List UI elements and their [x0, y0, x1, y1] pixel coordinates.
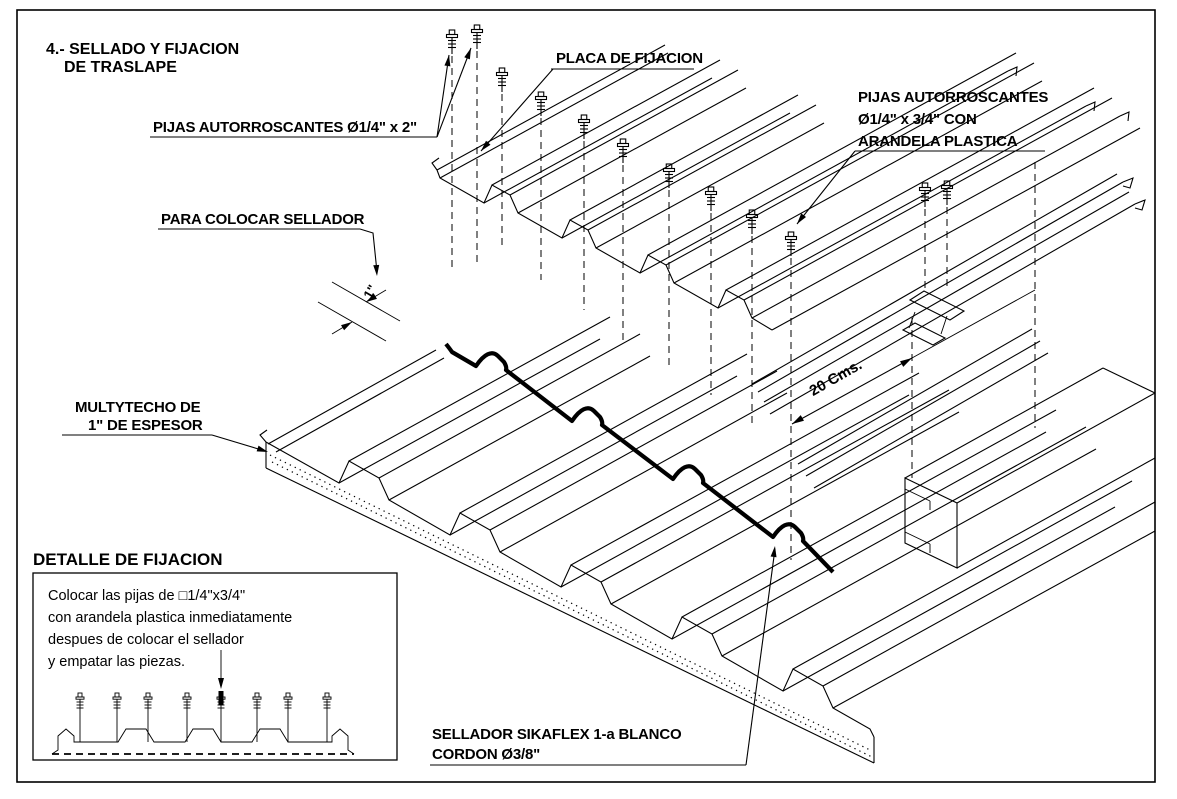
foam-stipple — [269, 454, 871, 751]
detail-note-line2: con arandela plastica inmediatamente — [48, 610, 292, 626]
dim-20cms-text: 20 Cms. — [807, 356, 865, 399]
screw-icon — [577, 114, 591, 140]
dimension-line — [791, 357, 913, 425]
arrowhead-icon — [770, 546, 777, 558]
screw-icon — [495, 67, 509, 93]
arrowhead-icon — [464, 48, 471, 60]
label-sikaflex-line1: SELLADOR SIKAFLEX 1-a BLANCO — [432, 726, 682, 743]
panel-rib-lines — [338, 316, 1156, 709]
arrowhead-icon — [366, 293, 377, 302]
label-para-colocar-text: PARA COLOCAR SELLADOR — [161, 211, 365, 228]
screw-icon — [616, 138, 630, 164]
detail-heading: DETALLE DE FIJACION — [33, 550, 223, 569]
title-block: 4.- SELLADO Y FIJACION DE TRASLAPE — [46, 41, 239, 76]
label-pijas-right: PIJAS AUTORROSCANTES Ø1/4" x 3/4" CON AR… — [796, 89, 1049, 225]
upper-sheet-rib-lines — [436, 44, 1141, 331]
label-pijas-right-line2: Ø1/4" x 3/4" CON — [858, 111, 977, 128]
arrowhead-icon — [373, 264, 380, 276]
screw-icon — [252, 692, 262, 743]
label-multytecho-line2: 1" DE ESPESOR — [88, 417, 203, 434]
arrowhead-icon — [900, 358, 912, 367]
leader-line — [359, 228, 378, 273]
label-sikaflex: SELLADOR SIKAFLEX 1-a BLANCO CORDON Ø3/8… — [430, 546, 777, 766]
rib-end-curl — [1134, 199, 1146, 211]
drawing-frame — [16, 9, 1156, 783]
screws — [445, 24, 954, 560]
label-pijas-top-text: PIJAS AUTORROSCANTES Ø1/4" x 2" — [153, 119, 417, 136]
screw-icon — [75, 692, 85, 743]
screw-icon — [322, 692, 332, 743]
foam-stipple — [271, 461, 873, 758]
right-sheet — [751, 173, 1146, 489]
purlin — [904, 367, 1156, 569]
label-multytecho-line1: MULTYTECHO DE — [75, 399, 201, 416]
leader-line — [480, 68, 554, 152]
rib-end-curl — [1122, 177, 1134, 189]
leader-line — [436, 47, 472, 138]
drawing-title-line1: 4.- SELLADO Y FIJACION — [46, 41, 239, 58]
arrowhead-icon — [256, 445, 268, 452]
screw-icon — [112, 692, 122, 743]
leader-line — [436, 54, 450, 138]
panel-far-edge-inner — [275, 357, 445, 453]
screw-icon — [918, 182, 932, 208]
drawing-title-line2: DE TRASLAPE — [64, 59, 177, 76]
arrowhead-icon — [341, 322, 352, 331]
screw-icon — [704, 186, 718, 212]
rib-end-curl — [1085, 101, 1096, 112]
detail-profile — [51, 728, 355, 755]
lower-panel — [259, 316, 1156, 764]
detail-frame — [32, 572, 398, 761]
arrowhead-icon — [218, 678, 224, 689]
arrowhead-icon — [444, 55, 451, 67]
label-placa-text: PLACA DE FIJACION — [556, 50, 703, 67]
leader-line — [745, 548, 776, 766]
detail-note-line4: y empatar las piezas. — [48, 654, 185, 670]
upper-sheet-end-curl — [431, 157, 440, 171]
detail-note-line3: despues de colocar el sellador — [48, 632, 244, 648]
screw-icon — [143, 692, 153, 743]
arrowhead-icon — [797, 213, 807, 224]
panel-end-curl — [259, 429, 268, 443]
dimension-line-extension — [911, 289, 1036, 359]
fixing-clip — [901, 290, 966, 346]
detail-note-line1: Colocar las pijas de □1/4"x3/4" — [48, 588, 245, 604]
label-pijas-top: PIJAS AUTORROSCANTES Ø1/4" x 2" — [150, 47, 472, 138]
arrowhead-icon — [792, 415, 804, 424]
label-pijas-right-line1: PIJAS AUTORROSCANTES — [858, 89, 1048, 106]
label-placa: PLACA DE FIJACION — [480, 50, 703, 152]
highlighted-screw — [218, 691, 224, 705]
dimension-1in: 1" — [317, 281, 401, 342]
label-pijas-right-line3: ARANDELA PLASTICA — [858, 133, 1018, 150]
screw-icon — [283, 692, 293, 743]
detail-box: DETALLE DE FIJACION Colocar las pijas de… — [32, 550, 398, 761]
screw-icon — [534, 91, 548, 117]
screw-icon — [445, 29, 459, 55]
arrowhead-icon — [481, 140, 491, 151]
rib-end-curl — [1007, 66, 1018, 77]
upper-sheet — [431, 44, 1141, 331]
screw-icon — [470, 24, 484, 50]
sealant-bead — [444, 342, 835, 574]
leader-line — [211, 434, 266, 452]
dim-1in-text: 1" — [360, 282, 380, 301]
detail-screws — [75, 691, 332, 743]
label-para-colocar: PARA COLOCAR SELLADOR — [158, 211, 380, 276]
panel-bottom-edge — [265, 467, 875, 764]
label-multytecho: MULTYTECHO DE 1" DE ESPESOR — [62, 399, 268, 452]
leader-line — [796, 150, 856, 225]
lap-line — [317, 301, 387, 342]
label-sikaflex-line2: CORDON Ø3/8" — [432, 746, 540, 763]
rib-end-curl — [1119, 111, 1130, 122]
panel-far-edge — [267, 349, 437, 445]
